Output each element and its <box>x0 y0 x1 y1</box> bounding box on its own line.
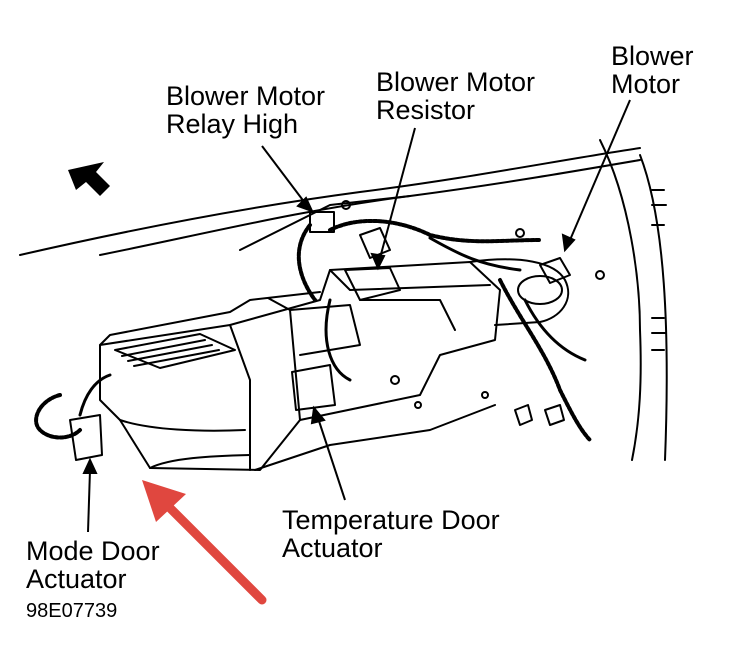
label-line: Relay High <box>166 109 299 139</box>
label-blower-motor-resistor: Blower Motor Resistor <box>376 68 535 124</box>
label-temperature-door-actuator: Temperature Door Actuator <box>282 506 500 562</box>
leader-arrow-icon <box>82 457 98 474</box>
label-line: Actuator <box>282 533 383 563</box>
label-line: Blower <box>611 41 694 71</box>
label-line: Mode Door <box>26 536 160 566</box>
leader-arrow-icon <box>296 196 314 213</box>
leader-arrow-icon <box>310 405 326 425</box>
label-blower-motor-relay-high: Blower Motor Relay High <box>166 82 325 138</box>
label-line: Blower Motor <box>166 81 326 111</box>
red-pointer-arrow-icon <box>142 480 267 605</box>
figure-id-code: 98E07739 <box>26 600 118 622</box>
label-blower-motor: Blower Motor <box>611 42 694 98</box>
direction-arrow-icon <box>68 162 110 196</box>
label-line: Blower Motor <box>376 67 536 97</box>
label-line: Motor <box>611 69 681 99</box>
label-line: Actuator <box>26 564 127 594</box>
label-line: Temperature Door <box>282 505 500 535</box>
leader-arrow-icon <box>370 252 386 271</box>
label-line: Resistor <box>376 95 476 125</box>
label-mode-door-actuator: Mode Door Actuator <box>26 537 160 593</box>
leader-arrow-icon <box>561 233 576 253</box>
